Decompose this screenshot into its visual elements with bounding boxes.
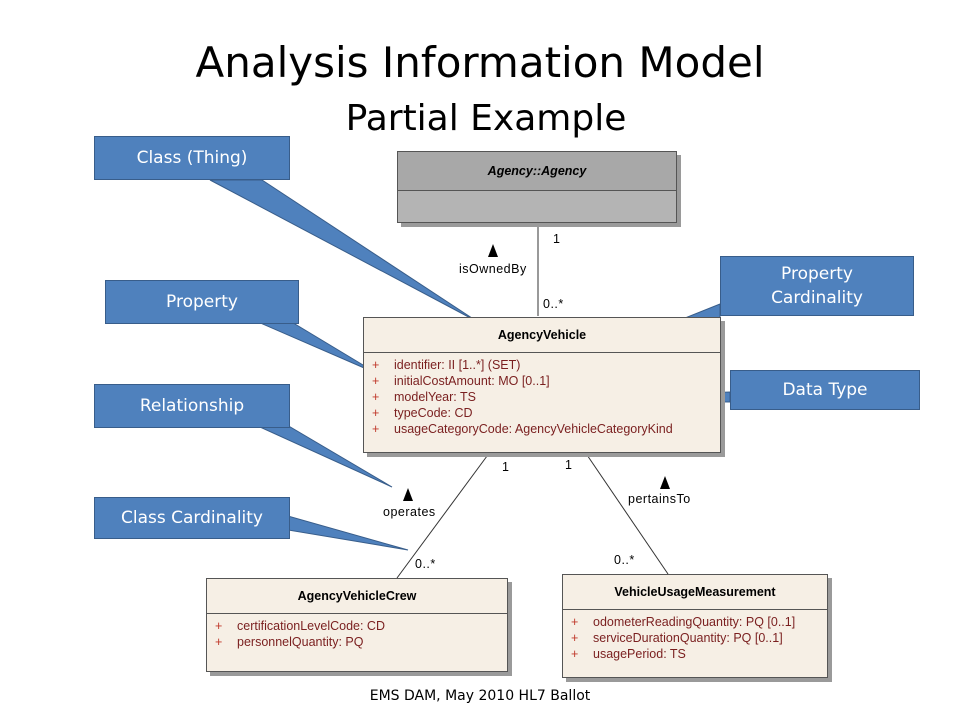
attribute-visibility: +	[372, 374, 380, 388]
class-agency-vehicle-name: AgencyVehicle	[364, 318, 720, 353]
class-agency-vehicle-crew-attributes: + certificationLevelCode: CD + personnelQua…	[207, 614, 507, 654]
class-attribute-row: + typeCode: CD	[372, 405, 712, 421]
attribute-text: usagePeriod: TS	[593, 647, 686, 661]
attribute-visibility: +	[215, 619, 223, 633]
mult-vehicle-top: 0..*	[543, 297, 564, 311]
attribute-text: initialCostAmount: MO [0..1]	[394, 374, 550, 388]
attribute-visibility: +	[571, 615, 579, 629]
class-agency-vehicle[interactable]: AgencyVehicle + identifier: II [1..*] (SE…	[363, 317, 721, 453]
class-attribute-row: + modelYear: TS	[372, 389, 712, 405]
isownedby-arrow-icon	[488, 244, 498, 257]
class-agency-vehicle-attributes: + identifier: II [1..*] (SET) + initialCost…	[364, 353, 720, 441]
attribute-text: identifier: II [1..*] (SET)	[394, 358, 521, 372]
class-agency-vehicle-crew[interactable]: AgencyVehicleCrew + certificationLevelCod…	[206, 578, 508, 672]
class-attribute-row: + personnelQuantity: PQ	[215, 634, 499, 650]
callout-data-type: Data Type	[730, 370, 920, 410]
mult-vehicle-right: 1	[565, 458, 573, 472]
page-subtitle: Partial Example	[0, 98, 960, 139]
callout-class-cardinality: Class Cardinality	[94, 497, 290, 539]
attribute-text: certificationLevelCode: CD	[237, 619, 385, 633]
attribute-text: typeCode: CD	[394, 406, 473, 420]
class-attribute-row: + serviceDurationQuantity: PQ [0..1]	[571, 630, 819, 646]
attribute-text: personnelQuantity: PQ	[237, 635, 364, 649]
callout-property-cardinality-line2: Cardinality	[771, 288, 863, 308]
class-attribute-row: + initialCostAmount: MO [0..1]	[372, 373, 712, 389]
page-subtitle-text: Partial Example	[345, 98, 627, 139]
attribute-visibility: +	[372, 358, 380, 372]
attribute-text: usageCategoryCode: AgencyVehicleCategory…	[394, 422, 673, 436]
class-attribute-row: + usagePeriod: TS	[571, 646, 819, 662]
callout-pointer-class-cardinality	[287, 515, 409, 551]
callout-class-thing: Class (Thing)	[94, 136, 290, 180]
operates-arrow-icon	[403, 488, 413, 501]
attribute-text: modelYear: TS	[394, 390, 476, 404]
page-title: Analysis Information Model	[195, 38, 765, 87]
callout-relationship: Relationship	[94, 384, 290, 428]
class-attribute-row: + usageCategoryCode: AgencyVehicleCategor…	[372, 421, 712, 437]
callout-pointer-class-thing	[209, 179, 479, 323]
attribute-visibility: +	[571, 631, 579, 645]
callout-property-cardinality-line1: Property	[781, 264, 853, 284]
attribute-visibility: +	[372, 390, 380, 404]
class-agency-name: Agency::Agency	[398, 152, 676, 191]
class-vehicle-usage-measurement[interactable]: VehicleUsageMeasurement + odometerReading…	[562, 574, 828, 678]
attribute-visibility: +	[571, 647, 579, 661]
class-vehicle-usage-measurement-attributes: + odometerReadingQuantity: PQ [0..1] + serv…	[563, 610, 827, 666]
role-operates: operates	[383, 505, 436, 519]
callout-property: Property	[105, 280, 299, 324]
pertainsto-arrow-icon	[660, 476, 670, 489]
attribute-text: odometerReadingQuantity: PQ [0..1]	[593, 615, 796, 629]
footer-text: EMS DAM, May 2010 HL7 Ballot	[369, 688, 591, 704]
class-agency[interactable]: Agency::Agency	[397, 151, 677, 223]
attribute-visibility: +	[215, 635, 223, 649]
class-attribute-row: + certificationLevelCode: CD	[215, 618, 499, 634]
mult-crew: 0..*	[415, 557, 436, 571]
callout-property-cardinality: Property Cardinality	[720, 256, 914, 316]
class-attribute-row: + odometerReadingQuantity: PQ [0..1]	[571, 614, 819, 630]
class-attribute-row: + identifier: II [1..*] (SET)	[372, 357, 712, 373]
class-agency-vehicle-crew-name: AgencyVehicleCrew	[207, 579, 507, 614]
mult-agency: 1	[553, 232, 561, 246]
attribute-text: serviceDurationQuantity: PQ [0..1]	[593, 631, 783, 645]
mult-usage: 0..*	[614, 553, 635, 567]
role-is-owned-by: isOwnedBy	[459, 262, 527, 276]
attribute-visibility: +	[372, 422, 380, 436]
mult-vehicle-left: 1	[502, 460, 510, 474]
assoc-line-pertainsto	[584, 451, 669, 575]
assoc-line-operates	[396, 451, 491, 579]
attribute-visibility: +	[372, 406, 380, 420]
class-vehicle-usage-measurement-name: VehicleUsageMeasurement	[563, 575, 827, 610]
role-pertains-to: pertainsTo	[628, 492, 691, 506]
